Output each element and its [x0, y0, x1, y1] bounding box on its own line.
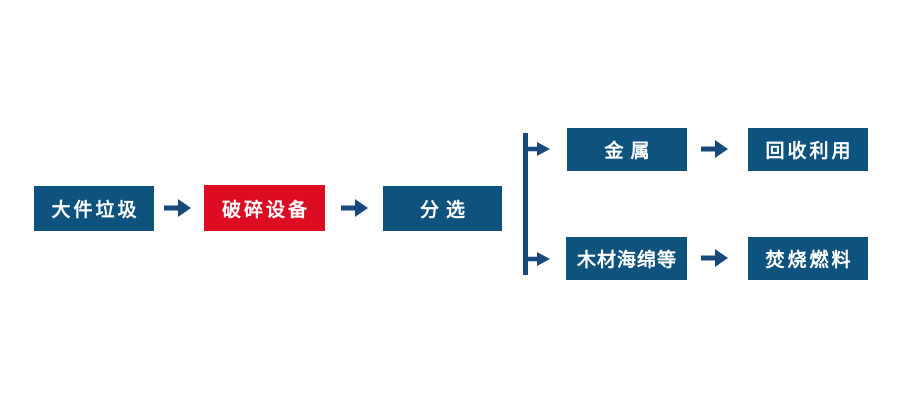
node-recycling-label: 回收利用 — [765, 141, 854, 162]
node-wood-sponge-label: 木材海绵等 — [576, 250, 677, 271]
node-wood-sponge: 木材海绵等 — [566, 237, 687, 280]
arrow-right-icon — [701, 249, 728, 267]
node-bulky-waste: 大件垃圾 — [34, 186, 154, 231]
node-metal: 金属 — [567, 128, 687, 171]
node-recycling: 回收利用 — [748, 128, 868, 171]
node-crushing-equipment-label: 破碎设备 — [221, 199, 310, 221]
node-sorting-label: 分选 — [419, 200, 472, 221]
node-bulky-waste-label: 大件垃圾 — [51, 200, 140, 221]
node-crushing-equipment: 破碎设备 — [204, 185, 325, 231]
arrow-right-icon — [701, 140, 728, 158]
branch-connector — [523, 133, 550, 275]
node-sorting: 分选 — [383, 186, 502, 231]
arrow-right-icon — [341, 199, 368, 217]
node-incineration-fuel: 焚烧燃料 — [748, 237, 868, 280]
node-incineration-fuel-label: 焚烧燃料 — [765, 250, 854, 271]
arrow-right-icon — [164, 199, 191, 217]
node-metal-label: 金属 — [604, 141, 657, 162]
